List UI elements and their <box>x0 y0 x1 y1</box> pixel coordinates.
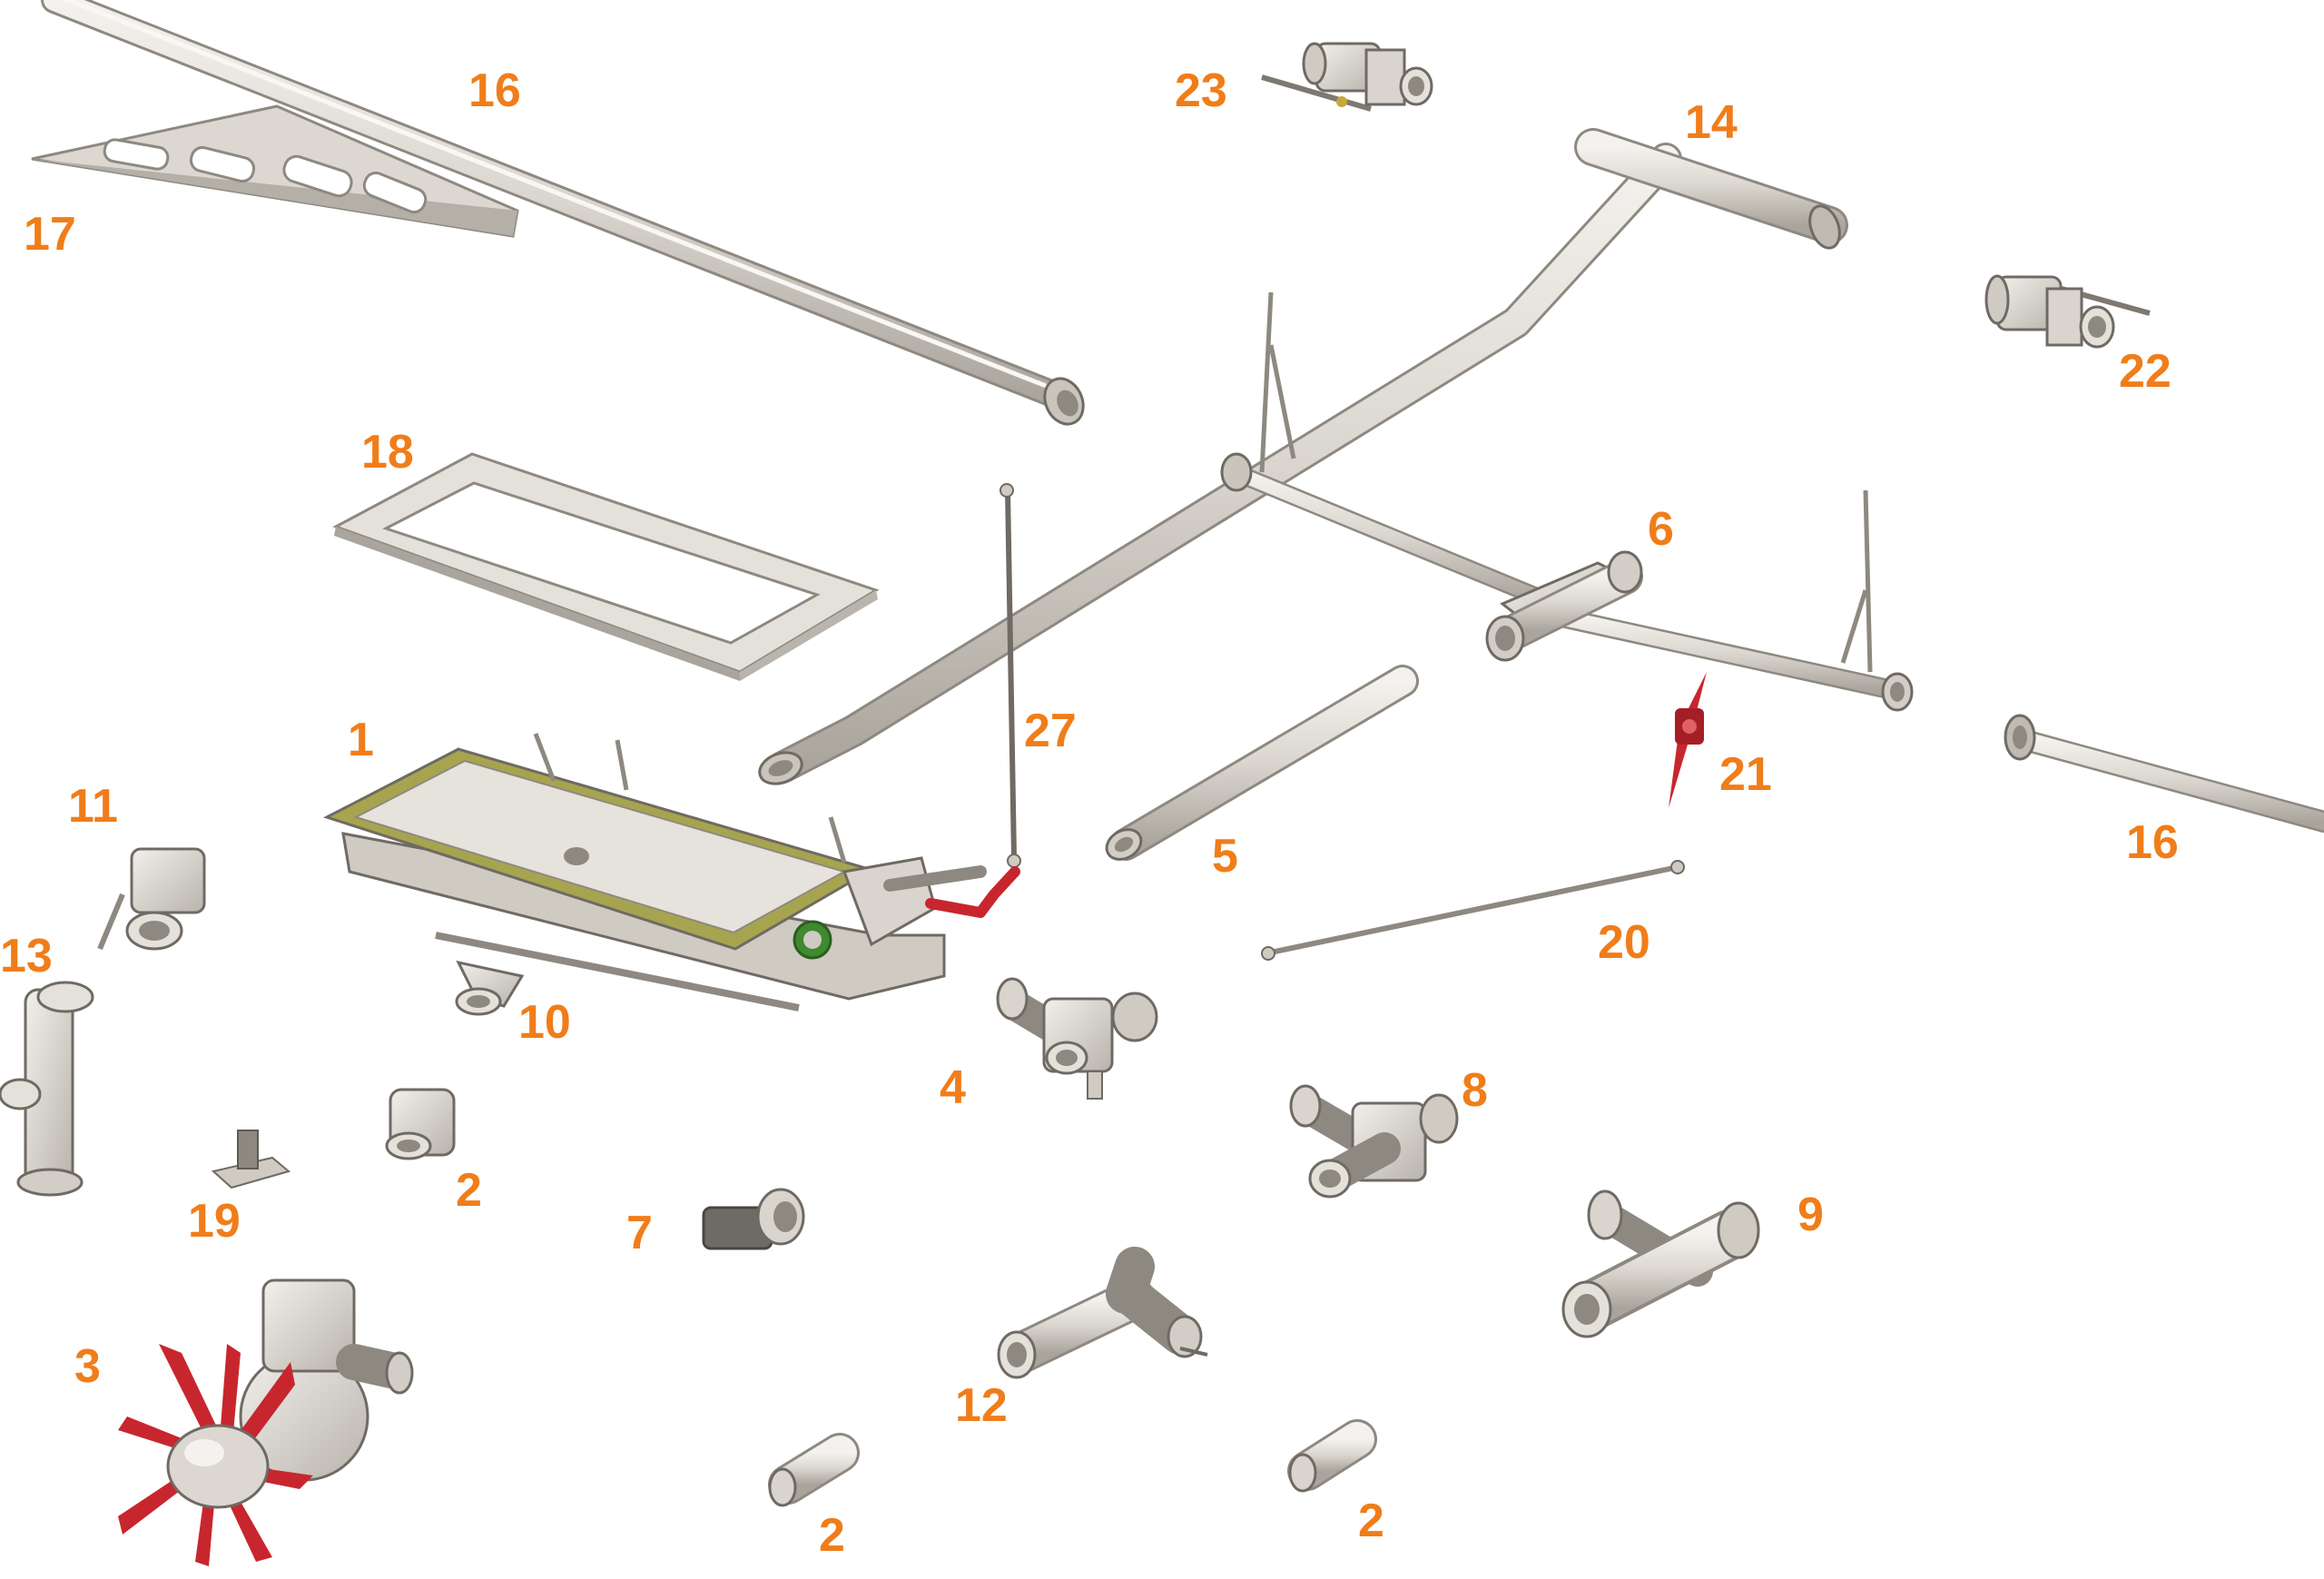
label-part-22: 22 <box>2119 345 2171 398</box>
part-21-red-shear-blade <box>1669 672 1707 808</box>
label-part-6: 6 <box>1648 503 1674 556</box>
label-part-10: 10 <box>518 996 571 1049</box>
part-17-lattice-bracket <box>31 104 519 238</box>
part-19-base-plate <box>211 1130 291 1189</box>
part-1-hopper-body <box>323 733 987 1012</box>
part-9-valve-assembly <box>1561 1189 1760 1338</box>
label-part-19: 19 <box>188 1195 241 1248</box>
part-3-impeller-pump <box>118 1278 414 1566</box>
part-7-hose-adapter <box>702 1188 805 1250</box>
part-27-vertical-rod <box>1000 483 1021 868</box>
part-20-tie-rod <box>1261 860 1685 961</box>
label-part-8: 8 <box>1462 1064 1488 1117</box>
part-18-rectangular-gasket-frame <box>332 452 880 681</box>
label-part-27: 27 <box>1024 705 1077 757</box>
part-14-t-handle-pipe <box>758 128 1848 785</box>
part-2-coupling-bottom-middle <box>768 1433 860 1507</box>
label-part-16-upper: 16 <box>468 64 521 117</box>
label-part-14: 14 <box>1685 96 1738 149</box>
part-10-outlet-fitting <box>455 960 525 1016</box>
part-labels: 16 17 23 14 22 18 6 1 27 21 11 5 16 20 1… <box>0 64 2179 1562</box>
part-2-coupling-bottom-right <box>1287 1419 1377 1493</box>
part-16-upper-boom-pipe <box>41 0 1085 426</box>
label-part-20: 20 <box>1598 916 1650 969</box>
label-part-23: 23 <box>1175 64 1227 117</box>
label-part-5: 5 <box>1212 830 1238 883</box>
part-12-y-branch-fitting <box>997 1247 1208 1379</box>
part-2-coupling-left <box>385 1088 456 1160</box>
label-part-9: 9 <box>1797 1189 1824 1241</box>
label-part-2-left: 2 <box>456 1164 482 1217</box>
label-part-16-lower: 16 <box>2126 816 2179 869</box>
label-part-17: 17 <box>24 208 76 261</box>
label-part-4: 4 <box>940 1061 966 1114</box>
part-4-valve-assembly <box>996 977 1158 1100</box>
part-6-cross-manifold <box>1220 291 1914 712</box>
part-22-valve <box>1984 274 2151 349</box>
label-part-13: 13 <box>0 930 53 982</box>
part-13-branch-fitting <box>0 981 94 1197</box>
part-5-short-pipe <box>1105 665 1419 861</box>
label-part-1: 1 <box>348 714 374 766</box>
part-11-valve-fitting <box>97 847 206 951</box>
part-23-valve <box>1261 42 1433 112</box>
part-8-valve-assembly <box>1289 1084 1459 1199</box>
label-part-21: 21 <box>1719 748 1772 801</box>
label-part-11: 11 <box>68 780 118 833</box>
label-part-18: 18 <box>361 426 414 479</box>
label-part-12: 12 <box>955 1379 1008 1432</box>
label-part-3: 3 <box>74 1340 101 1393</box>
label-part-7: 7 <box>626 1207 653 1259</box>
part-16-lower-boom-pipe <box>2004 714 2324 833</box>
part-1-red-crank-handle <box>925 866 1020 918</box>
label-part-2-bottom-right: 2 <box>1358 1495 1384 1547</box>
label-part-2-bottom-middle: 2 <box>819 1509 845 1562</box>
